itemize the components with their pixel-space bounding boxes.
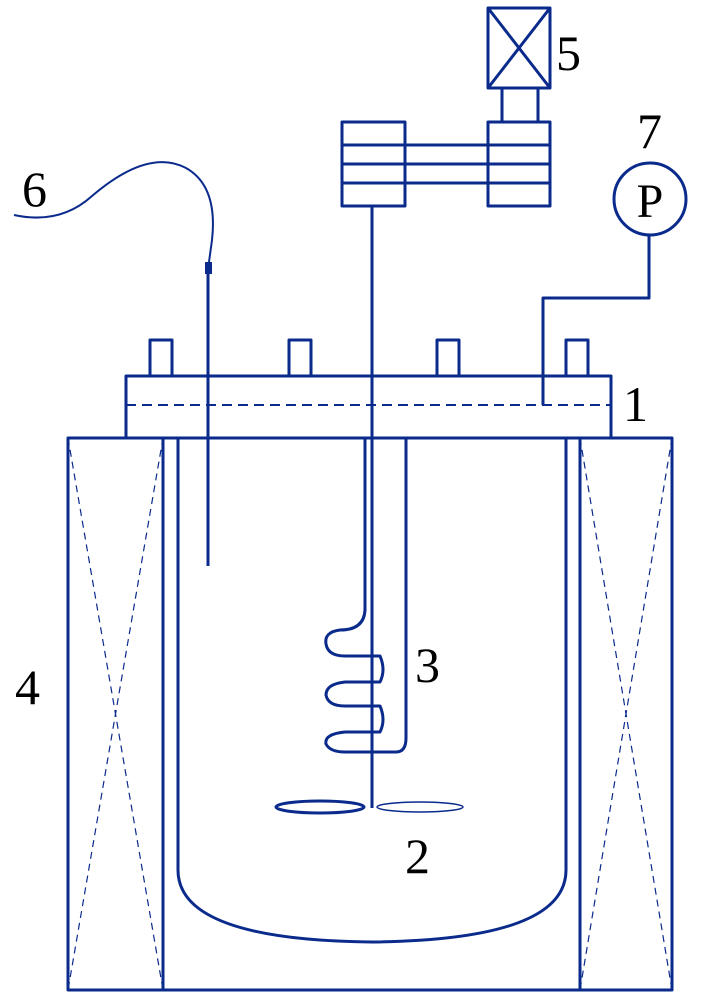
lid-bolt [287, 338, 313, 378]
lid-bolt [435, 338, 461, 378]
lid-bolt [564, 338, 590, 378]
label-coil: 3 [415, 637, 440, 693]
label-impeller: 2 [405, 828, 430, 884]
reactor-lid [124, 338, 613, 440]
cooling-coil [324, 438, 408, 754]
label-motor: 5 [556, 25, 581, 81]
impeller [274, 799, 464, 815]
motor [486, 6, 552, 124]
lid-bolt [148, 338, 174, 378]
label-thermocouple: 6 [22, 161, 47, 217]
pressure-gauge [541, 161, 688, 405]
label-furnace: 4 [15, 659, 40, 715]
label-lid: 1 [623, 376, 648, 432]
belt-drive [340, 120, 552, 208]
label-pressure-gauge: 7 [637, 103, 662, 159]
thermocouple [13, 161, 214, 566]
gauge-symbol: P [637, 175, 664, 228]
furnace-jacket [66, 436, 674, 992]
